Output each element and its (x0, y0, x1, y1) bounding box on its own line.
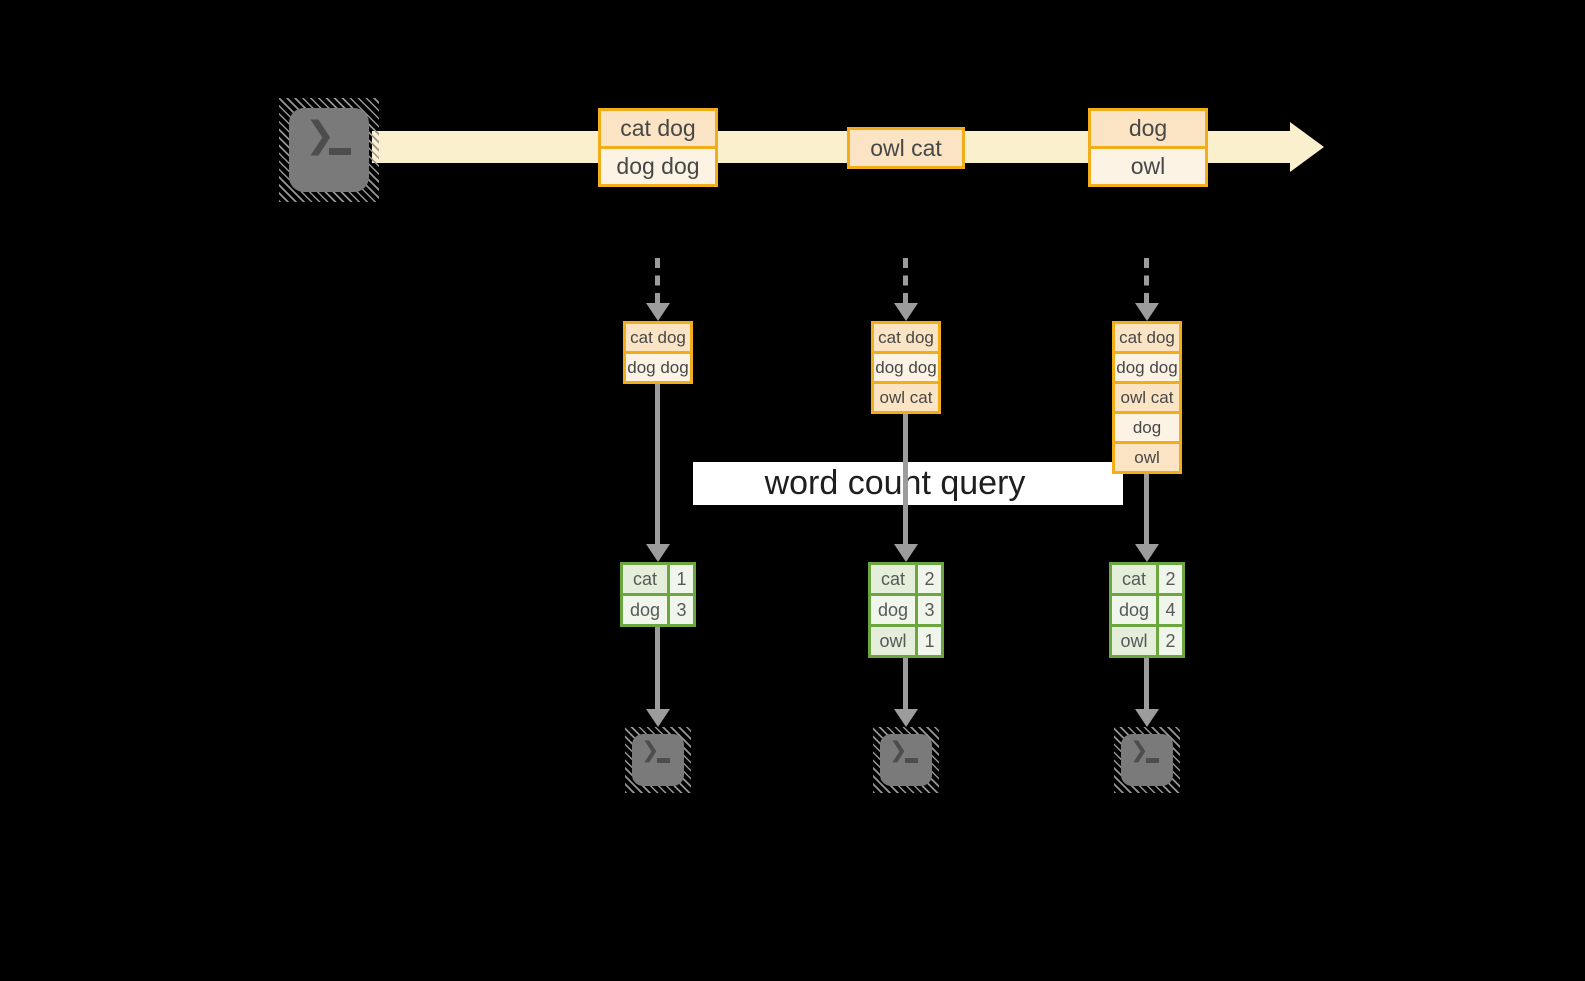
word-cell: dog (871, 596, 915, 624)
flow-arrow (655, 384, 660, 544)
buffered-record: dog dog (626, 351, 690, 381)
dashed-arrowhead-icon (894, 303, 918, 321)
buffered-record: cat dog (874, 324, 938, 351)
stream-event-box: cat dog dog dog (598, 108, 718, 187)
dashed-arrowhead-icon (646, 303, 670, 321)
buffer-stack: cat dog dog dog (623, 321, 693, 384)
terminal-cursor-icon (1146, 758, 1159, 763)
buffered-record: owl (1115, 441, 1179, 471)
flow-arrow (903, 414, 908, 544)
flow-arrowhead-icon (894, 544, 918, 562)
stream-event-record: dog (1091, 111, 1205, 146)
terminal-screen: ❯ (880, 734, 932, 786)
buffered-record: cat dog (626, 324, 690, 351)
stream-event-record: owl (1091, 146, 1205, 184)
terminal-screen: ❯ (289, 108, 369, 192)
dashed-arrow (903, 258, 908, 303)
flow-arrowhead-icon (1135, 544, 1159, 562)
flow-arrowhead-icon (1135, 709, 1159, 727)
stream-event-box: owl cat (847, 127, 965, 169)
word-cell: dog (623, 596, 667, 624)
dashed-arrow (1144, 258, 1149, 303)
buffered-record: owl cat (1115, 381, 1179, 411)
word-count-table: cat 2 dog 3 owl 1 (868, 562, 944, 658)
flow-arrowhead-icon (646, 709, 670, 727)
buffer-stack: cat dog dog dog owl cat dog owl (1112, 321, 1182, 474)
word-cell: cat (1112, 565, 1156, 593)
word-cell: cat (623, 565, 667, 593)
stream-event-record: cat dog (601, 111, 715, 146)
stream-event-record: dog dog (601, 146, 715, 184)
count-cell: 3 (918, 596, 941, 624)
terminal-prompt-icon: ❯ (641, 737, 660, 762)
terminal-cursor-icon (329, 148, 351, 155)
word-count-table: cat 2 dog 4 owl 2 (1109, 562, 1185, 658)
count-cell: 2 (1159, 627, 1182, 655)
terminal-cursor-icon (657, 758, 670, 763)
count-cell: 2 (1159, 565, 1182, 593)
stream-event-box: dog owl (1088, 108, 1208, 187)
terminal-screen: ❯ (632, 734, 684, 786)
flow-arrow (655, 627, 660, 709)
dashed-arrowhead-icon (1135, 303, 1159, 321)
buffered-record: dog (1115, 411, 1179, 441)
stream-event-record: owl cat (850, 130, 962, 166)
flow-arrow (1144, 658, 1149, 709)
buffered-record: dog dog (874, 351, 938, 381)
stream-arrowhead-icon (1290, 122, 1324, 172)
output-terminal-icon: ❯ (873, 727, 939, 793)
terminal-screen: ❯ (1121, 734, 1173, 786)
buffered-record: dog dog (1115, 351, 1179, 381)
flow-arrow (903, 658, 908, 709)
flow-arrowhead-icon (894, 709, 918, 727)
word-count-table: cat 1 dog 3 (620, 562, 696, 627)
query-label: word count query (693, 462, 1123, 505)
terminal-prompt-icon: ❯ (889, 737, 908, 762)
buffer-stack: cat dog dog dog owl cat (871, 321, 941, 414)
word-cell: cat (871, 565, 915, 593)
flow-arrowhead-icon (646, 544, 670, 562)
terminal-cursor-icon (905, 758, 918, 763)
buffered-record: owl cat (874, 381, 938, 411)
terminal-prompt-icon: ❯ (1130, 737, 1149, 762)
output-terminal-icon: ❯ (625, 727, 691, 793)
count-cell: 1 (670, 565, 693, 593)
output-terminal-icon: ❯ (1114, 727, 1180, 793)
word-cell: owl (1112, 627, 1156, 655)
count-cell: 1 (918, 627, 941, 655)
buffered-record: cat dog (1115, 324, 1179, 351)
count-cell: 3 (670, 596, 693, 624)
source-terminal-icon: ❯ (279, 98, 379, 202)
dashed-arrow (655, 258, 660, 303)
flow-arrow (1144, 474, 1149, 544)
word-cell: owl (871, 627, 915, 655)
word-cell: dog (1112, 596, 1156, 624)
count-cell: 4 (1159, 596, 1182, 624)
count-cell: 2 (918, 565, 941, 593)
